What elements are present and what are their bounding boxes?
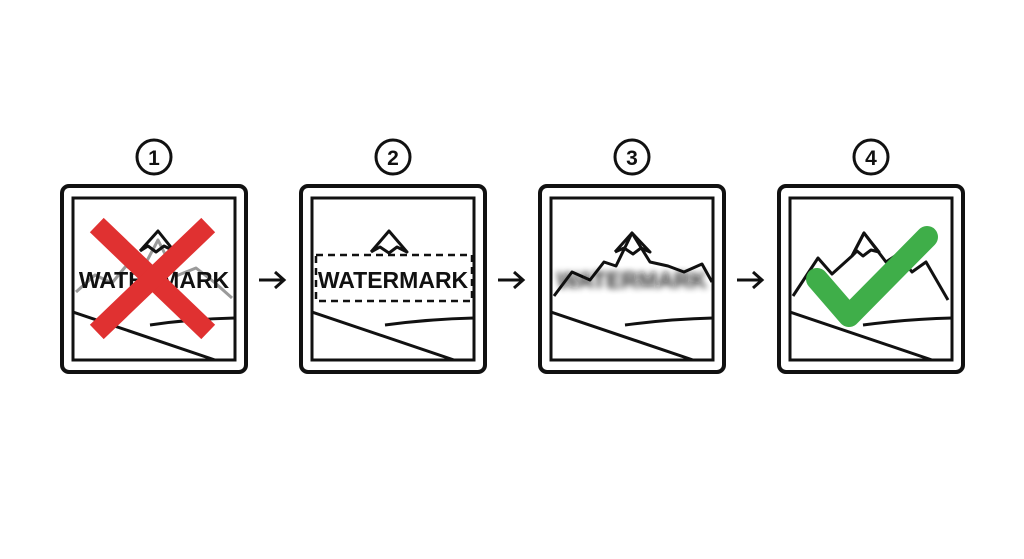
step-3-blurred-watermark-text: WATERMARK [557,267,708,293]
step-2-watermark-text: WATERMARK [318,267,469,293]
step-3-number-badge: 3 [613,138,651,176]
green-check-icon [806,226,938,327]
step-3-number: 3 [626,147,638,170]
step-4-number: 4 [865,147,877,170]
step-1-image-frame [60,184,248,374]
step-2: 2 WATERMARK [299,138,487,374]
red-cross-icon [89,217,216,340]
step-4: 4 [777,138,965,374]
step-3-landscape-icon [551,231,713,360]
step-1: 1 WATERMARK [60,138,248,374]
step-2-number-badge: 2 [374,138,412,176]
step-1-landscape-icon [73,229,235,360]
step-4-number-badge: 4 [852,138,890,176]
step-1-number-badge: 1 [135,138,173,176]
step-3-image-frame [538,184,726,374]
selection-box [314,253,474,303]
step-2-landscape-icon [312,229,474,360]
step-2-number: 2 [387,147,399,170]
step-4-image-frame [777,184,965,374]
arrow-right-icon [737,270,765,290]
arrow-right-icon [498,270,526,290]
step-4-landscape-icon [790,231,952,360]
step-3: 3 WATERMARK [538,138,726,374]
arrow-right-icon [259,270,287,290]
step-1-number: 1 [148,147,160,170]
step-2-image-frame [299,184,487,374]
